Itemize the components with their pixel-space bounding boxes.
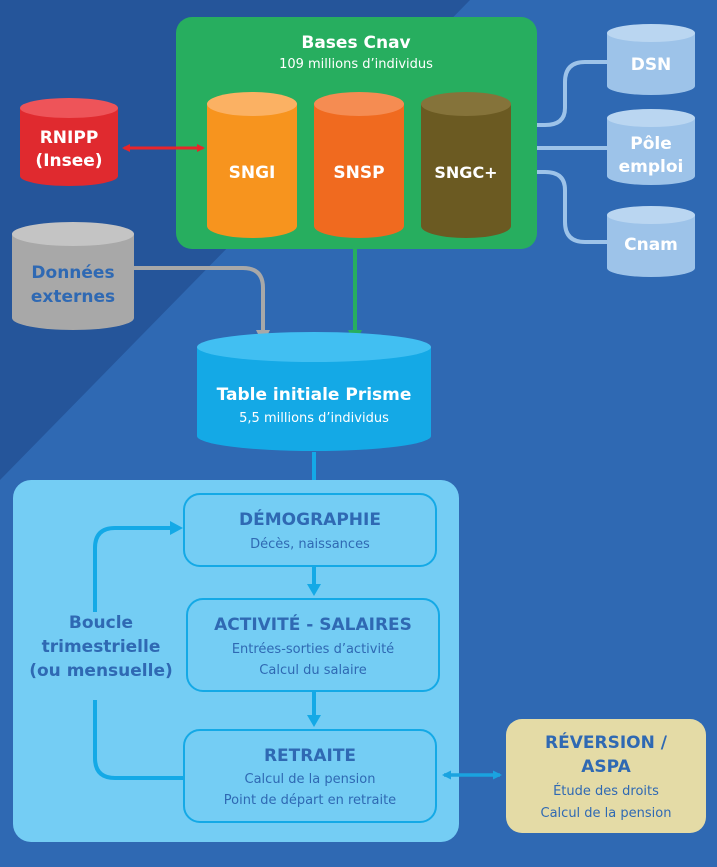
rnipp-sublabel: (Insee): [35, 151, 102, 171]
pole-emploi-cylinder: Pôle emploi: [607, 109, 695, 185]
cnam-label: Cnam: [624, 235, 678, 255]
externes-connector: [134, 266, 265, 332]
loop-connector-bottom: [93, 700, 184, 780]
sngc-cylinder: SNGC+: [421, 92, 511, 238]
demo-to-activite-arrowhead: [307, 584, 321, 596]
loop-arrowhead: [170, 521, 183, 535]
donnees-externes-label-line2: externes: [31, 287, 115, 307]
donnees-externes-label-line1: Données: [31, 263, 114, 283]
activite-desc-line1: Entrées-sorties d’activité: [232, 642, 394, 657]
dsn-label: DSN: [631, 55, 672, 75]
boucle-label-line3: (ou mensuelle): [29, 661, 173, 681]
bases-cnav-subtitle: 109 millions d’individus: [279, 57, 433, 72]
pole-emploi-label-line1: Pôle: [630, 134, 672, 154]
demographie-title: DÉMOGRAPHIE: [239, 508, 381, 530]
reversion-box: [506, 719, 706, 833]
bases-cnav-title: Bases Cnav: [301, 33, 410, 53]
sngi-cylinder: SNGI: [207, 92, 297, 238]
boucle-label-line2: trimestrielle: [42, 637, 161, 657]
demographie-desc: Décès, naissances: [250, 537, 370, 552]
donnees-externes-cylinder: Données externes: [12, 222, 134, 330]
sngc-label: SNGC+: [434, 163, 497, 182]
prisme-subtitle: 5,5 millions d’individus: [239, 411, 389, 426]
activite-desc-line2: Calcul du salaire: [259, 663, 366, 678]
rnipp-cylinder: RNIPP (Insee): [20, 98, 118, 186]
sngi-label: SNGI: [229, 163, 276, 183]
reversion-title-line1: RÉVERSION /: [545, 731, 668, 753]
retraite-desc-line2: Point de départ en retraite: [224, 793, 396, 808]
activite-to-retraite-arrowhead: [307, 715, 321, 727]
loop-connector-top: [93, 526, 170, 612]
retraite-title: RETRAITE: [264, 746, 356, 766]
retraite-box: [183, 729, 437, 823]
boucle-label-line1: Boucle: [69, 613, 133, 633]
prisme-title: Table initiale Prisme: [217, 385, 412, 405]
demographie-box: [183, 493, 437, 567]
prisme-cylinder: Table initiale Prisme 5,5 millions d’ind…: [197, 332, 431, 451]
snsp-label: SNSP: [333, 163, 384, 183]
reversion-title-line2: ASPA: [581, 757, 631, 777]
reversion-desc-line2: Calcul de la pension: [541, 806, 672, 821]
rnipp-label: RNIPP: [40, 128, 99, 148]
reversion-desc-line1: Étude des droits: [553, 783, 659, 799]
retraite-desc-line1: Calcul de la pension: [245, 772, 376, 787]
snsp-cylinder: SNSP: [314, 92, 404, 238]
pole-emploi-label-line2: emploi: [619, 157, 684, 177]
dsn-cylinder: DSN: [607, 24, 695, 95]
activite-title: ACTIVITÉ - SALAIRES: [214, 613, 412, 635]
cnam-cylinder: Cnam: [607, 206, 695, 277]
